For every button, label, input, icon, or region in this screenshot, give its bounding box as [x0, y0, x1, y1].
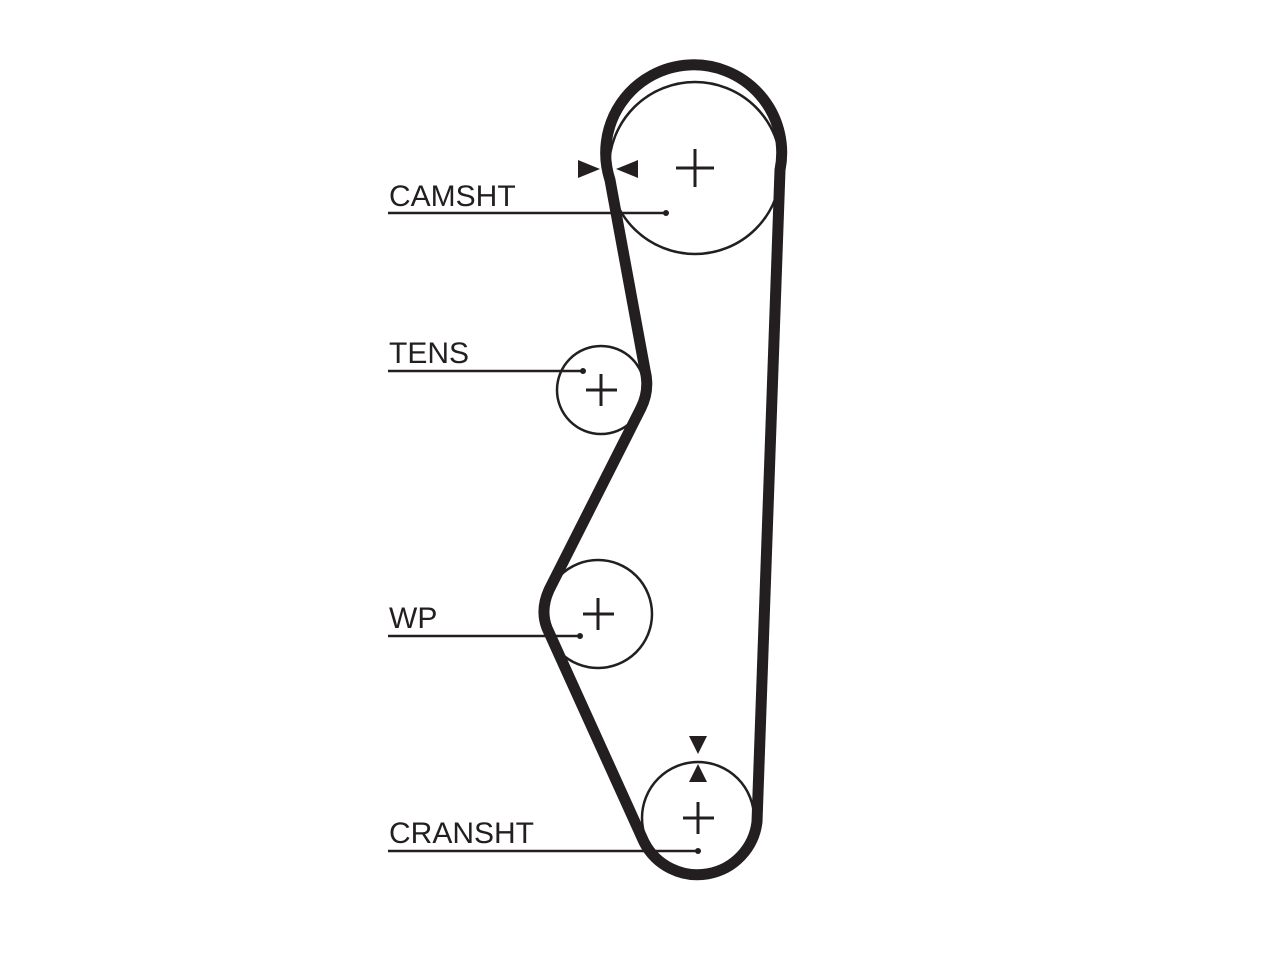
crankshaft-leader-dot [695, 848, 701, 854]
camshaft-leader [388, 210, 669, 216]
crankshaft-mark-arrow-down-icon [689, 736, 707, 754]
timing-belt [538, 59, 788, 881]
tensioner-center-cross-icon [586, 374, 617, 406]
water-pump-center-cross-icon [583, 598, 614, 630]
camshaft-label: CAMSHT [389, 180, 516, 213]
crankshaft-timing-mark [689, 736, 707, 782]
camshaft-center-cross-icon [676, 149, 714, 187]
water-pump-label: WP [389, 602, 437, 635]
camshaft-timing-mark [578, 160, 638, 178]
camshaft-mark-arrow-right-icon [616, 160, 638, 178]
crankshaft-mark-arrow-up-icon [689, 764, 707, 782]
tensioner-label: TENS [389, 337, 469, 370]
water-pump-leader-dot [577, 633, 583, 639]
crankshaft-leader [388, 848, 701, 854]
camshaft-mark-arrow-left-icon [578, 160, 600, 178]
crankshaft-center-cross-icon [683, 802, 714, 834]
water-pump-leader [388, 633, 583, 639]
tensioner-leader-dot [580, 368, 586, 374]
crankshaft-label: CRANSHT [389, 817, 534, 850]
tensioner-leader [388, 368, 586, 374]
camshaft-leader-dot [663, 210, 669, 216]
